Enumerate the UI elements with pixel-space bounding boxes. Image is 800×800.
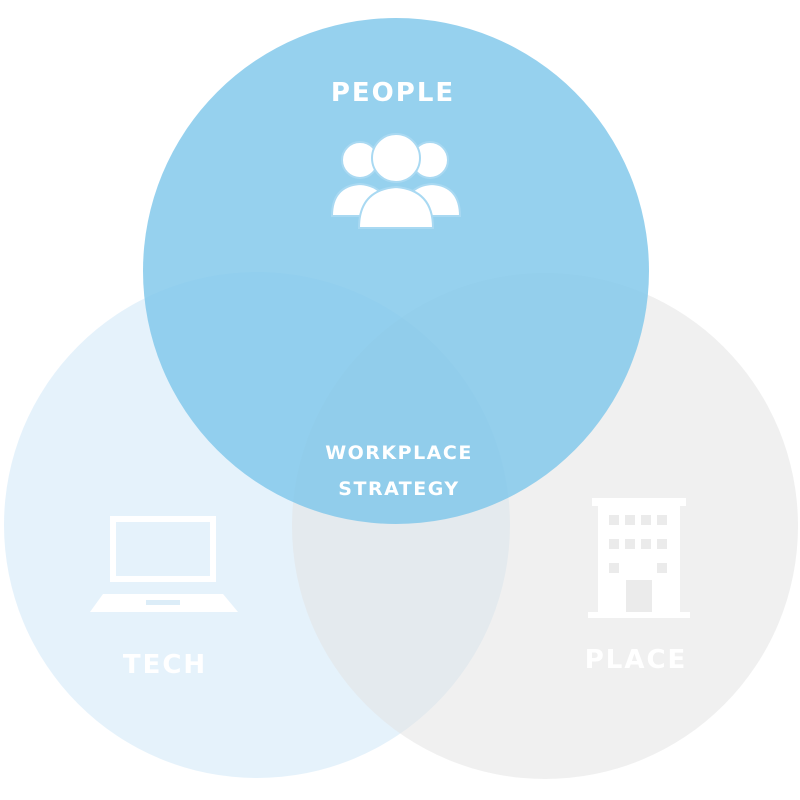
laptop-icon [90,516,238,612]
center-label: WORKPLACE STRATEGY [325,435,473,507]
people-group-icon [330,133,462,229]
tech-label: TECH [122,650,208,680]
place-label: PLACE [584,645,688,675]
people-label: PEOPLE [330,78,456,108]
center-label-line1: WORKPLACE [325,442,473,464]
building-icon [588,498,690,618]
center-label-line2: STRATEGY [338,478,460,500]
people-circle [143,18,649,524]
